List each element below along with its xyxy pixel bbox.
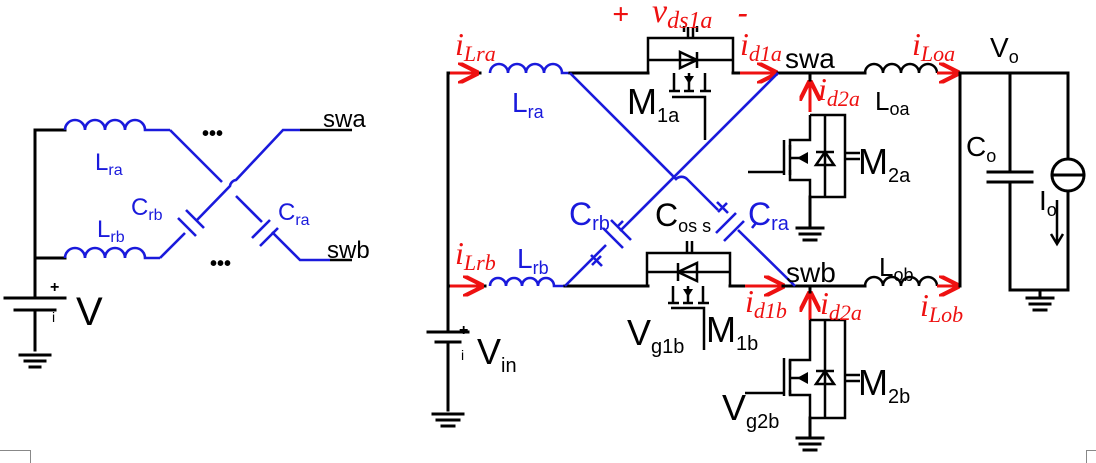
- crb-minus: [617, 220, 624, 227]
- label-cra: Cra: [748, 196, 790, 235]
- ellipsis-top: •••: [202, 123, 223, 145]
- label-vg2b: Vg2b: [722, 387, 779, 433]
- label-i-loa: iLoa: [912, 26, 955, 66]
- coss-cap-m1a: [682, 26, 699, 38]
- plus-sign: +: [459, 322, 468, 339]
- capacitor-cra: [251, 219, 279, 247]
- label-vin: Vin: [477, 331, 517, 377]
- diode-m1a: [678, 50, 700, 70]
- output-wires: [958, 71, 1070, 292]
- mosfet-m2a: [748, 73, 860, 242]
- label-lra: Lra: [512, 87, 545, 122]
- arrow-io: [1049, 200, 1065, 247]
- label-m2b: M2b: [858, 362, 910, 408]
- label-lra: Lra: [95, 149, 123, 179]
- source-label: V: [76, 290, 103, 334]
- ground-icon: [795, 226, 825, 242]
- capacitor-co: [986, 170, 1034, 184]
- label-m1b: M1b: [706, 309, 758, 355]
- diode-m2b: [813, 368, 837, 386]
- battery-icon: [3, 296, 67, 312]
- label-i-lra: iLra: [455, 26, 496, 66]
- label-i-lob: iLob: [920, 287, 963, 327]
- label-co: Co: [966, 131, 996, 166]
- diode-m1b: [675, 261, 699, 283]
- inductor-loa: [863, 62, 939, 74]
- mosfet-m1a: [646, 26, 735, 140]
- body-arrow: [684, 76, 694, 84]
- mosfet-m2b: [745, 286, 860, 452]
- page-corner-right: [1086, 450, 1096, 463]
- inductor-lrb: [488, 276, 565, 288]
- wire-cross-a: [569, 72, 719, 211]
- minus-sign: i: [461, 347, 464, 363]
- capacitor-crb: [602, 219, 632, 249]
- label-i-lrb: iLrb: [455, 235, 496, 275]
- capacitor-cra: [715, 212, 745, 242]
- inductor-lrb: [63, 246, 160, 260]
- cra-minus: [750, 222, 758, 229]
- inductor-lra: [63, 118, 170, 132]
- label-vo: Vo: [990, 32, 1019, 67]
- label-vg1b: Vg1b: [627, 312, 684, 358]
- ground-icon: [18, 353, 52, 369]
- minus-sign: i: [52, 309, 55, 325]
- crb-plus: [590, 254, 603, 267]
- label-lrb: Lrb: [517, 243, 549, 278]
- label-crb: Crb: [569, 196, 610, 235]
- wire: [159, 232, 186, 259]
- wire: [235, 195, 263, 223]
- page-corner-left: [0, 450, 31, 463]
- inductor-lob: [863, 275, 939, 287]
- vds-minus: -: [738, 0, 748, 29]
- label-loa: Loa: [875, 86, 910, 119]
- wire: [619, 72, 779, 232]
- label-io: Io: [1039, 185, 1057, 220]
- right-schematic: M1a M1b Vg1b: [426, 0, 1086, 452]
- node-swb: swb: [786, 257, 836, 288]
- ground-icon: [1025, 288, 1055, 312]
- label-m1a: M1a: [627, 81, 680, 127]
- label-vds1a: vds1a: [652, 0, 712, 34]
- label-m2a: M2a: [858, 141, 911, 187]
- vds-plus: +: [612, 0, 629, 31]
- mosfet-m1b: [645, 241, 732, 350]
- label-coss: Cos s: [655, 197, 711, 236]
- ground-icon: [431, 412, 465, 428]
- wire: [169, 129, 223, 183]
- wire: [564, 244, 607, 287]
- node-swb: swb: [327, 237, 370, 264]
- label-i-d1a: id1a: [740, 26, 782, 66]
- label-lrb: Lrb: [97, 216, 125, 246]
- plus-sign: +: [50, 279, 59, 296]
- left-schematic: + i V Lra Lrb Crb Cra swa swb ••• •••: [3, 106, 370, 369]
- label-i-d2a-b: id2a: [820, 285, 862, 325]
- capacitor-crb: [177, 209, 205, 237]
- label-crb: Crb: [131, 194, 163, 224]
- diode-m2a: [813, 149, 837, 167]
- node-swa: swa: [323, 106, 366, 133]
- node-swa: swa: [785, 43, 835, 74]
- wire: [271, 231, 330, 262]
- label-lob: Lob: [879, 252, 914, 285]
- inductor-lra: [488, 62, 570, 75]
- label-cra: Cra: [278, 199, 310, 229]
- label-i-d2a: id2a: [818, 71, 860, 111]
- ellipsis-bottom: •••: [210, 253, 231, 275]
- label-i-d1b: id1b: [745, 283, 787, 323]
- wire: [196, 128, 300, 221]
- wire: [737, 229, 796, 287]
- ground-icon: [795, 436, 825, 452]
- cra-plus: [716, 201, 729, 214]
